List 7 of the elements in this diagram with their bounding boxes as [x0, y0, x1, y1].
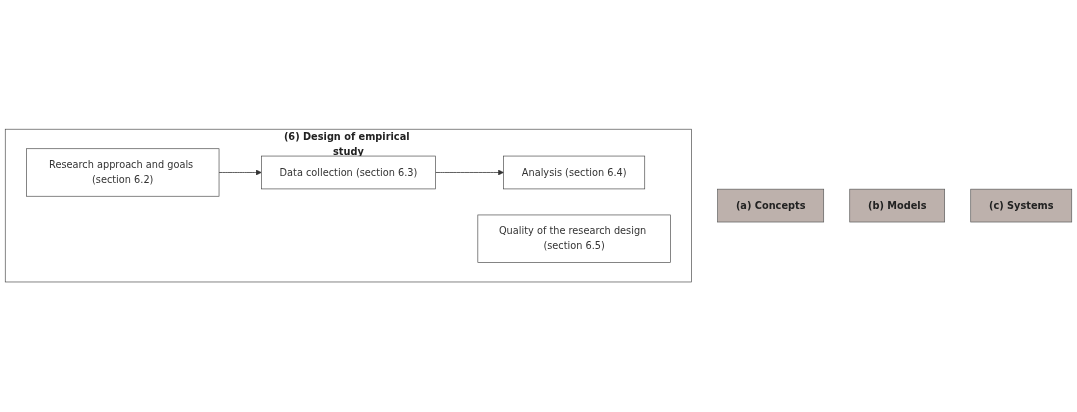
node-box: (c) Systems [970, 189, 1073, 223]
node-box: Analysis (section 6.4) [503, 156, 646, 190]
node-box: Data collection (section 6.3) [261, 156, 436, 190]
node-box: (b) Models [849, 189, 945, 223]
node-box: Research approach and goals (section 6.2) [26, 148, 220, 197]
node-box: (a) Concepts [717, 189, 825, 223]
node-box: Quality of the research design (section 6.5) [477, 215, 671, 264]
